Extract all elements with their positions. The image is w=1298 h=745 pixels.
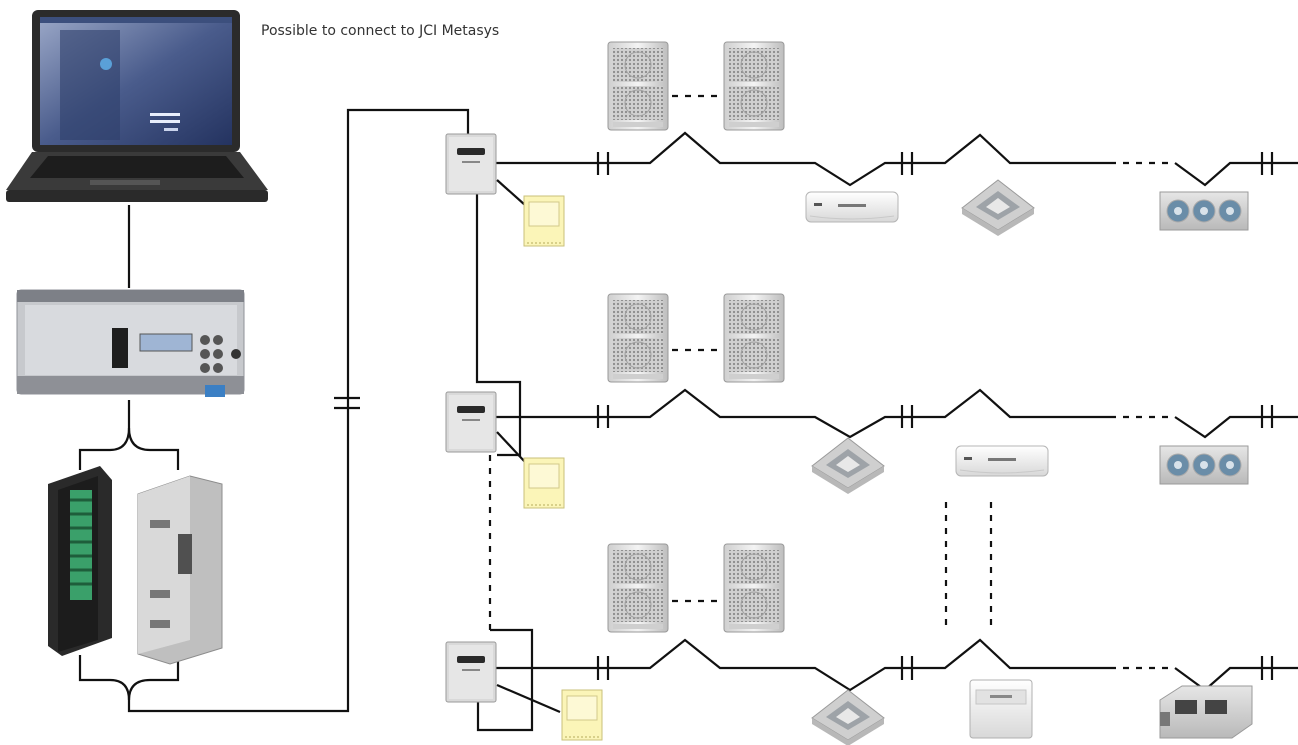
gateway-box-icon (137, 475, 223, 665)
wired-controller-icon (523, 195, 565, 247)
laptop-icon (6, 10, 268, 202)
vrf-outdoor-unit-icon (607, 41, 669, 131)
vrf-outdoor-unit-icon (723, 293, 785, 383)
io-module-icon (48, 466, 112, 656)
vrf-outdoor-unit-icon (723, 543, 785, 633)
gateway-panel-icon (445, 391, 497, 453)
duct-indoor-unit-icon (1159, 191, 1249, 231)
wired-controller-icon (561, 689, 603, 741)
gateway-panel-icon (445, 133, 497, 195)
vrf-outdoor-unit-icon (607, 543, 669, 633)
cassette-indoor-unit-icon (811, 437, 885, 495)
vrf-outdoor-unit-icon (607, 293, 669, 383)
diagram-caption: Possible to connect to JCI Metasys (261, 23, 500, 39)
wired-controller-icon (523, 457, 565, 509)
wall-mounted-indoor-unit-icon (805, 191, 899, 223)
cassette-indoor-unit-icon (961, 179, 1035, 237)
nae-controller-icon (16, 289, 245, 397)
vrf-outdoor-unit-icon (723, 41, 785, 131)
cassette-indoor-unit-icon (811, 689, 885, 745)
gateway-panel-icon (445, 641, 497, 703)
wall-mounted-indoor-unit-icon (955, 445, 1049, 477)
duct-indoor-unit-icon (1159, 685, 1253, 739)
floor-standing-indoor-unit-icon (969, 679, 1033, 739)
duct-indoor-unit-icon (1159, 445, 1249, 485)
